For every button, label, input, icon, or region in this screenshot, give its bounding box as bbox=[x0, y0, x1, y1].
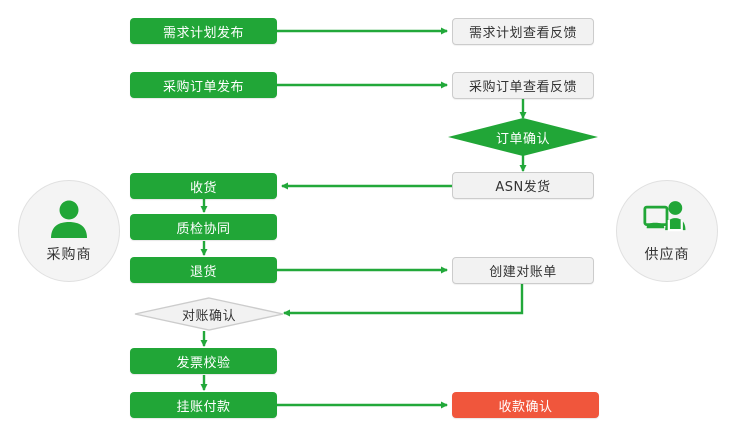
node-receive-goods[interactable]: 收货 bbox=[130, 173, 277, 199]
node-order-confirm[interactable]: 订单确认 bbox=[448, 118, 598, 156]
node-payment-confirm[interactable]: 收款确认 bbox=[452, 392, 599, 418]
actor-buyer: 采购商 bbox=[18, 180, 120, 282]
node-payable-payment[interactable]: 挂账付款 bbox=[130, 392, 277, 418]
actor-supplier-label: 供应商 bbox=[644, 247, 690, 263]
actor-supplier: 供应商 bbox=[616, 180, 718, 282]
diamond-shape-grey bbox=[134, 297, 284, 331]
node-invoice-check[interactable]: 发票校验 bbox=[130, 348, 277, 374]
actor-buyer-label: 采购商 bbox=[46, 247, 92, 263]
node-statement-confirm-label: 对账确认 bbox=[181, 308, 236, 324]
node-create-statement[interactable]: 创建对账单 bbox=[452, 257, 594, 284]
person-computer-icon bbox=[643, 201, 686, 232]
node-qc-collab[interactable]: 质检协同 bbox=[130, 214, 277, 240]
edge-statement-to-confirm bbox=[283, 284, 524, 317]
node-demand-plan-publish[interactable]: 需求计划发布 bbox=[130, 18, 277, 44]
node-po-publish[interactable]: 采购订单发布 bbox=[130, 72, 277, 98]
node-return-goods[interactable]: 退货 bbox=[130, 257, 277, 283]
node-statement-confirm[interactable]: 对账确认 bbox=[134, 297, 284, 331]
node-demand-plan-feedback[interactable]: 需求计划查看反馈 bbox=[452, 18, 594, 45]
node-asn-ship[interactable]: ASN发货 bbox=[452, 172, 594, 199]
person-icon bbox=[51, 200, 87, 238]
node-order-confirm-label: 订单确认 bbox=[495, 131, 550, 147]
diamond-shape-green bbox=[448, 118, 598, 156]
node-po-feedback[interactable]: 采购订单查看反馈 bbox=[452, 72, 594, 99]
